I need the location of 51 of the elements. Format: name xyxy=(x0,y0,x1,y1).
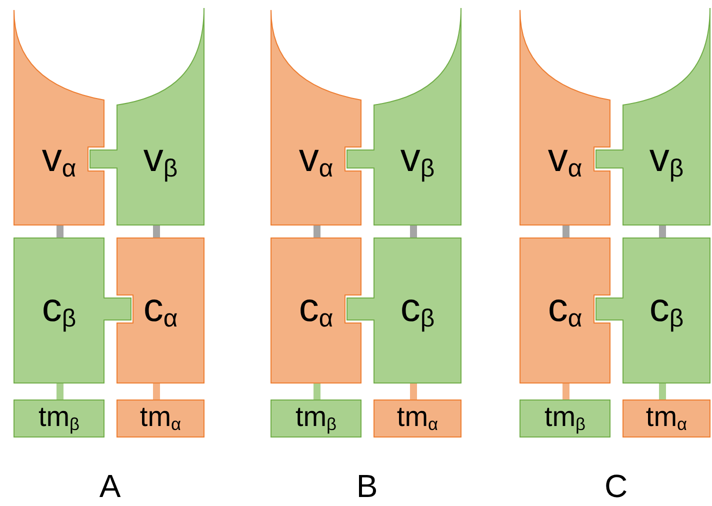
connector-bar xyxy=(562,225,570,238)
connector-bar xyxy=(56,225,64,238)
domain-block xyxy=(520,400,610,437)
domain-label: c$_{β}$ xyxy=(42,288,76,333)
domain-block xyxy=(90,8,204,225)
connector-bar xyxy=(153,225,160,238)
connector-bar xyxy=(153,383,160,400)
connector-bar xyxy=(410,383,417,400)
domain-label: tm$_{β}$ xyxy=(38,403,80,434)
domain-label: c$_{β}$ xyxy=(400,288,435,333)
panel-letter: A xyxy=(98,470,122,502)
connector-bar xyxy=(562,383,570,400)
domain-block xyxy=(14,238,131,383)
domain-label: tm$_{α}$ xyxy=(646,403,688,434)
domain-label: v$_{β}$ xyxy=(143,138,178,183)
domain-block xyxy=(14,8,104,225)
domain-block xyxy=(347,8,461,225)
domain-block xyxy=(271,8,361,225)
domain-label: c$_{β}$ xyxy=(649,288,684,333)
connector-bar xyxy=(314,225,320,238)
domain-block xyxy=(271,238,361,383)
connector-bar xyxy=(314,383,320,400)
domain-block xyxy=(520,8,610,225)
domain-label: v$_{β}$ xyxy=(649,138,684,183)
domain-label: tm$_{α}$ xyxy=(396,403,438,434)
domain-block xyxy=(14,400,104,437)
domain-label: c$_{α}$ xyxy=(143,288,178,333)
domain-block xyxy=(271,400,361,437)
domain-label: v$_{α}$ xyxy=(548,138,582,183)
panel-letter: C xyxy=(603,470,629,502)
connector-bar xyxy=(659,383,666,400)
connector-bar xyxy=(410,225,417,238)
domain-block xyxy=(374,400,461,437)
domain-label: v$_{α}$ xyxy=(298,138,334,183)
domain-block xyxy=(117,400,204,437)
domain-label: tm$_{β}$ xyxy=(295,403,337,434)
domain-label: tm$_{β}$ xyxy=(544,403,586,434)
domain-label: tm$_{α}$ xyxy=(140,403,182,434)
domain-label: v$_{α}$ xyxy=(42,138,76,183)
domain-block xyxy=(596,238,710,383)
panel-letter: B xyxy=(355,470,379,502)
domain-label: c$_{α}$ xyxy=(298,288,334,333)
domain-block xyxy=(117,238,204,383)
connector-bar xyxy=(56,383,64,400)
domain-label: c$_{α}$ xyxy=(548,288,582,333)
domain-label: v$_{β}$ xyxy=(400,138,435,183)
domain-block xyxy=(596,8,710,225)
domain-block xyxy=(520,238,610,383)
domain-block xyxy=(623,400,710,437)
domain-block xyxy=(347,238,461,383)
connector-bar xyxy=(659,225,666,238)
